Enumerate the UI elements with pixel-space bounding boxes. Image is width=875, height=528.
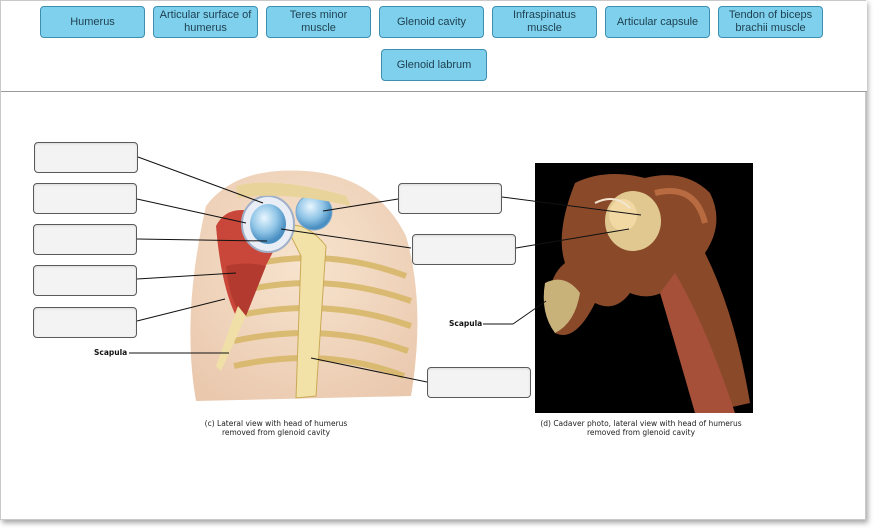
caption-c-line1: (c) Lateral view with head of humerus <box>204 419 348 428</box>
label-chip-glenoid-labrum[interactable]: Glenoid labrum <box>381 49 487 81</box>
word-bank: Humerus Articular surface of humerus Ter… <box>1 1 867 92</box>
caption-d: (d) Cadaver photo, lateral view with hea… <box>531 419 751 437</box>
drop-target-8[interactable] <box>427 367 531 398</box>
drop-target-6[interactable] <box>398 183 502 214</box>
caption-c-line2: removed from glenoid cavity <box>221 428 331 437</box>
scapula-label-d: Scapula <box>449 319 483 328</box>
question-frame: Humerus Articular surface of humerus Ter… <box>0 0 867 520</box>
label-chip-articular-surface-of-humerus[interactable]: Articular surface of humerus <box>153 6 258 38</box>
scapula-label-c: Scapula <box>94 348 128 357</box>
drop-target-7[interactable] <box>412 234 516 265</box>
label-chip-tendon-of-biceps-brachii-muscle[interactable]: Tendon of biceps brachii muscle <box>718 6 823 38</box>
drop-target-3[interactable] <box>33 224 137 255</box>
caption-d-line2: removed from glenoid cavity <box>586 428 696 437</box>
drop-target-1[interactable] <box>34 142 138 173</box>
label-chip-humerus[interactable]: Humerus <box>40 6 145 38</box>
label-chip-glenoid-cavity[interactable]: Glenoid cavity <box>379 6 484 38</box>
drop-target-2[interactable] <box>33 183 137 214</box>
drop-target-5[interactable] <box>33 307 137 338</box>
label-chip-teres-minor-muscle[interactable]: Teres minor muscle <box>266 6 371 38</box>
caption-c: (c) Lateral view with head of humerus re… <box>186 419 366 437</box>
caption-d-line1: (d) Cadaver photo, lateral view with hea… <box>540 419 742 428</box>
label-chip-articular-capsule[interactable]: Articular capsule <box>605 6 710 38</box>
label-chip-infraspinatus-muscle[interactable]: Infraspinatus muscle <box>492 6 597 38</box>
drop-target-4[interactable] <box>33 265 137 296</box>
shoulder-illustration <box>190 170 418 401</box>
leader-lines <box>129 156 642 383</box>
